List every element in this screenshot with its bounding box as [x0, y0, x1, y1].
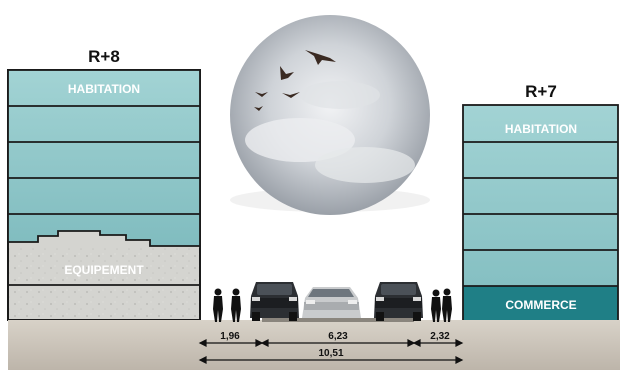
pedestrians-left-icon [213, 288, 241, 322]
right-commerce-label: COMMERCE [505, 298, 576, 312]
birds-icon [254, 50, 336, 111]
dimension-roadway: 6,23 [328, 331, 348, 342]
road-surface [262, 318, 414, 322]
right-habitation-label: HABITATION [505, 122, 577, 136]
left-building: R+8 HABITATION EQUIPEMENT [7, 47, 201, 321]
dimension-total: 10,51 [318, 348, 343, 359]
left-habitation-label: HABITATION [68, 82, 140, 96]
car-middle-icon [302, 287, 361, 318]
left-building-height: R+8 [88, 47, 120, 66]
car-left-icon [250, 282, 299, 321]
sky-circle-icon [230, 15, 430, 215]
car-right-icon [374, 282, 423, 321]
pedestrians-right-icon [431, 288, 452, 322]
dimension-lines [198, 339, 464, 364]
right-building: R+7 HABITATION COMMERCE [462, 82, 619, 322]
left-equipement-label: EQUIPEMENT [64, 263, 144, 277]
right-building-height: R+7 [525, 82, 557, 101]
dimension-left-sidewalk: 1,96 [220, 331, 240, 342]
ground [8, 320, 620, 370]
dimension-right-sidewalk: 2,32 [430, 331, 450, 342]
